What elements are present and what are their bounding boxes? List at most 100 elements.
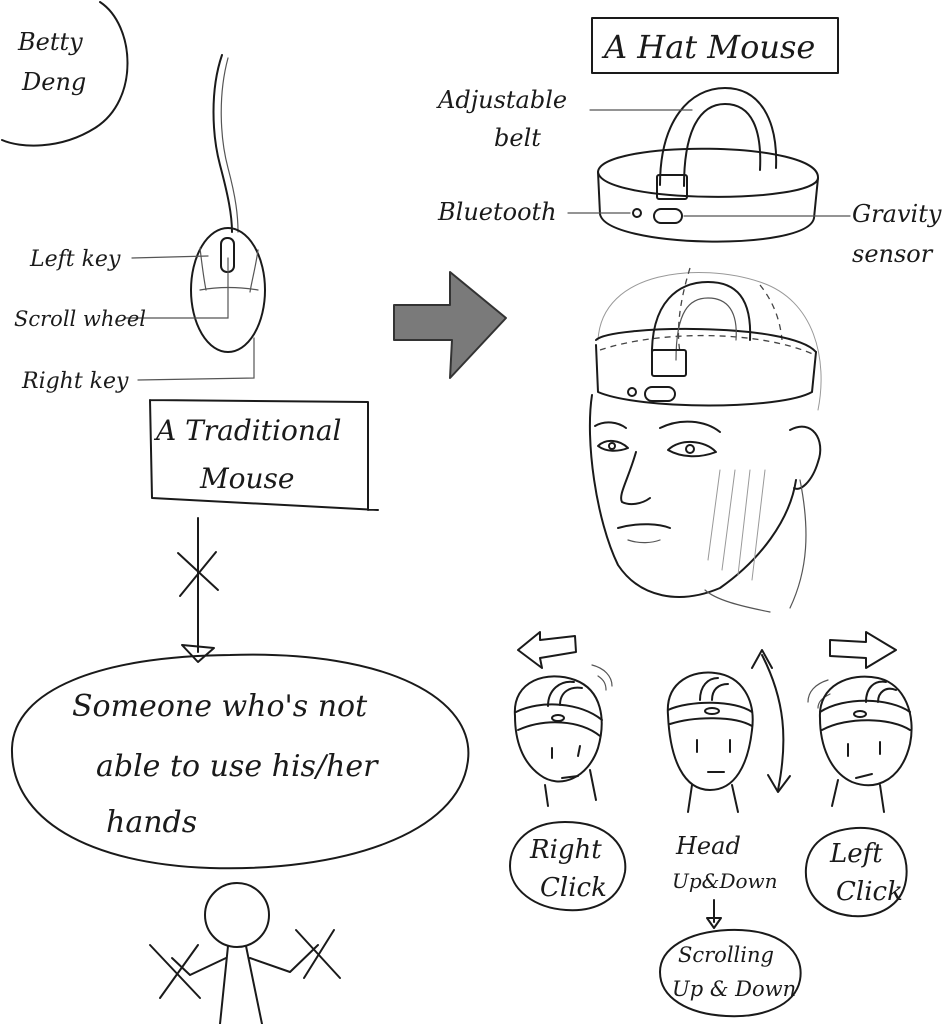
hat-leaders [567,109,851,217]
left-click-neck [831,779,885,813]
right-click-motion-lines [591,664,613,691]
stick-figure-left-arm [171,957,227,976]
right-click-bubble [509,821,627,912]
hat-band-top-ellipse [597,147,820,198]
updown-arrow-head-bottom [767,774,791,793]
head-bluetooth-dot [627,387,637,397]
author-signature: Betty Deng [1,1,129,147]
gesture-head-left-click [807,631,913,813]
hat-mouse-title: A Hat Mouse [601,28,815,66]
head-band-bottom [595,344,817,407]
head-updown-arrow-head [706,917,722,929]
ear [789,425,822,490]
label-belt-line1: Adjustable [436,86,567,114]
jaw-neck [704,479,807,613]
hat-band-outline [597,171,819,243]
gesture-label-left-click: Left Click [804,826,908,918]
traditional-mouse-drawing [190,54,266,353]
mouse-right-key [249,249,259,293]
label-belt-line2: belt [494,124,541,152]
left-click-line2: Click [836,877,903,907]
updown-strap [699,677,729,701]
traditional-mouse-leaders [125,255,255,381]
traditional-title-line1: A Traditional [153,414,342,447]
leader-left-key [131,255,209,259]
gesture-head-updown [666,649,791,813]
head-gravity-sensor [644,386,676,402]
skull-construction [597,271,822,411]
mouse-cable [212,54,233,233]
left-click-head [818,675,913,787]
right-pupil [685,444,695,454]
left-click-eyes [847,741,881,757]
hat-band-drawing [597,87,820,243]
nose [620,451,651,506]
user-line-1: Someone who's not [72,689,368,724]
author-last-name: Deng [21,68,86,96]
scrolling-bubble [659,928,802,1018]
skull-guide-dashed-2 [677,267,691,353]
author-signature-bubble [1,1,129,147]
right-click-head [513,675,603,783]
user-line-2: able to use his/her [96,749,379,784]
right-eye [667,441,717,458]
left-eyebrow [594,421,627,429]
label-right-key: Right key [21,369,129,394]
skull-guide-dashed-3 [759,284,783,341]
left-click-strap [865,680,897,703]
face-shading [707,469,766,581]
mouse-cable-edge [220,57,239,233]
updown-sensor [704,707,720,715]
updown-arc-arrow-icon [761,654,785,791]
mouse-body [190,227,266,353]
updown-head [666,671,754,791]
stick-figure-head [204,882,270,948]
left-click-sensor [853,710,867,718]
user-description-bubble: Someone who's not able to use his/her ha… [10,653,470,870]
label-gravity-line1: Gravity [852,200,942,228]
left-pupil [608,442,616,450]
right-click-mouth [561,775,579,779]
right-click-line2: Click [540,873,607,903]
leader-right-key [137,337,255,381]
skull-guide-dashed-1 [599,334,816,356]
hat-bluetooth-dot [632,208,642,218]
right-click-sensor [551,714,565,722]
user-line-3: hands [106,805,197,840]
mouse-left-key [199,247,207,291]
scrolling-line2: Up & Down [672,977,796,1001]
face-outline [588,394,797,598]
head-buckle [651,349,687,377]
stick-figure-body [219,945,263,1024]
right-click-strap [547,680,583,707]
right-click-arrow-icon [517,631,577,669]
right-hand-cross-icon [295,929,341,979]
updown-eyes [696,739,731,753]
hat-title-frame [591,17,839,74]
updown-arrow-head-top [751,649,773,669]
head-band-top [595,327,817,353]
hat-mouse-title-box: A Hat Mouse [591,17,839,74]
cross-mark-icon [177,551,219,597]
gesture-head-right-click [513,631,613,807]
user-bubble-outline [10,653,470,870]
left-hand-cross-icon [149,944,201,999]
hat-gravity-sensor [653,208,683,224]
traditional-mouse-title-box: A Traditional Mouse [149,399,379,511]
hat-buckle [656,174,688,200]
label-scroll-wheel: Scroll wheel [14,307,146,331]
gesture-label-scrolling: Scrolling Up & Down [659,928,802,1018]
head-strap [650,281,752,361]
lower-lip [627,539,661,544]
big-right-arrow-icon [393,271,507,379]
head-updown-line1: Head [675,832,741,860]
left-click-line1: Left [829,839,883,869]
head-updown-line2: Up&Down [672,869,778,893]
crossed-arrow [177,517,219,663]
right-click-neck [544,769,597,807]
title-box-frame [149,399,379,511]
right-click-line1: Right [529,835,602,865]
head-updown-down-arrow [706,899,722,929]
label-left-key: Left key [29,247,121,272]
